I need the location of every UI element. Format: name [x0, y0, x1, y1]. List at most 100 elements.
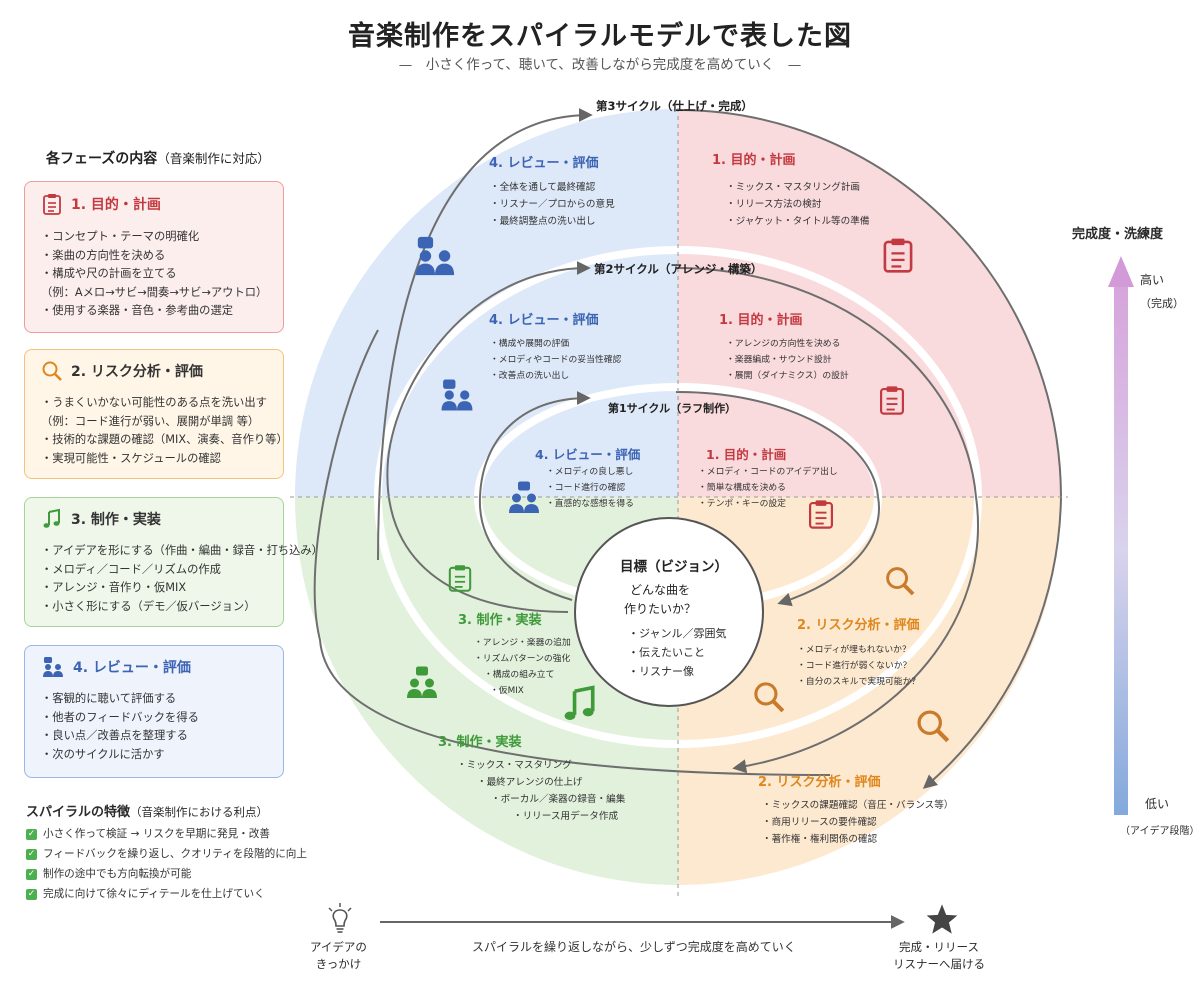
magnifier-icon [886, 567, 915, 596]
magnifier-icon [754, 682, 785, 713]
scale-high-label: 高い [1140, 273, 1165, 287]
list-item: ・リリース方法の検討 [726, 199, 822, 210]
progress-caption: スパイラルを繰り返しながら、少しずつ完成度を高めていく [472, 940, 796, 954]
list-item: ・楽器編成・サウンド設計 [726, 355, 832, 365]
clipboard-icon [809, 500, 833, 529]
scale-low-label: 低い [1145, 797, 1170, 811]
feature-text: 制作の途中でも方向転換が可能 [43, 868, 192, 880]
feature-item: ✓ 小さく作って検証 → リスクを早期に発見・改善 [26, 824, 307, 844]
magnifier-icon [42, 361, 62, 381]
outer-build-title: 3. 制作・実装 [438, 735, 522, 750]
inner-plan-title: 1. 目的・計画 [706, 447, 787, 462]
outer-plan-title: 1. 目的・計画 [712, 153, 796, 168]
phase-panel-title: 各フェーズの内容（音楽制作に対応） [46, 148, 270, 168]
list-item: ・ジャンル／雰囲気 [628, 627, 727, 640]
middle-risk-list: ・メロディが埋もれないか？ ・コード進行が弱くないか？ ・自分のスキルで実現可能… [797, 642, 920, 690]
checkbox-icon: ✓ [26, 868, 37, 880]
list-item: ・アレンジ・音作り・仮MIX [41, 581, 187, 595]
goal-circle [574, 517, 764, 707]
people-icon [509, 481, 539, 513]
features-note: （音楽制作における利点） [130, 805, 269, 819]
people-icon [441, 379, 473, 411]
feature-text: 小さく作って検証 → リスクを早期に発見・改善 [43, 828, 270, 840]
list-item: ・ミックス・マスタリング計画 [726, 182, 861, 193]
list-item: ・アレンジ・楽器の追加 [474, 638, 571, 648]
release-label-line: リスナーへ届ける [893, 957, 985, 971]
quadrant-fills [295, 109, 1061, 885]
list-item: ・ボーカル／楽器の録音・編集 [491, 794, 626, 805]
list-item: ・直感的な感想を得る [546, 499, 634, 509]
list-item: ・商用リリースの要件確認 [762, 817, 877, 828]
middle-build-list: ・アレンジ・楽器の追加 ・リズムパターンの強化 ・構成の組み立て ・仮MIX [474, 635, 571, 699]
list-item: （例：Aメロ→サビ→間奏→サビ→アウトロ） [41, 285, 268, 299]
list-item: ・楽曲の方向性を決める [41, 248, 166, 262]
list-item: ・リスナー／プロからの意見 [490, 199, 615, 210]
list-item: ・良い点／改善点を整理する [41, 729, 188, 743]
inner-plan-list: ・メロディ・コードのアイデア出し ・簡単な構成を決める ・テンポ・キーの設定 [698, 464, 838, 512]
outer-build-list: ・ミックス・マスタリング ・最終アレンジの仕上げ ・ボーカル／楽器の録音・編集 … [457, 757, 625, 825]
features-list: ✓ 小さく作って検証 → リスクを早期に発見・改善 ✓フィードバックを繰り返し、ク… [26, 824, 307, 904]
phase-panel-note: （音楽制作に対応） [157, 151, 270, 166]
goal-question-line: 作りたいか？ [624, 602, 697, 616]
music-note-icon [43, 508, 60, 528]
list-item: ・実現可能性・スケジュールの確認 [41, 451, 221, 465]
list-item: ・自分のスキルで実現可能か？ [797, 677, 921, 687]
outer-plan-list: ・ミックス・マスタリング計画 ・リリース方法の検討 ・ジャケット・タイトル等の準… [726, 179, 869, 230]
list-item: ・リズムパターンの強化 [474, 654, 571, 664]
scale-high-note: （完成） [1140, 297, 1184, 310]
list-item: ・使用する楽器・音色・参考曲の選定 [41, 304, 234, 318]
list-item: ・リスナー像 [628, 665, 694, 678]
list-item: ・コード進行の確認 [546, 483, 626, 493]
outer-risk-title: 2. リスク分析・評価 [758, 775, 881, 790]
list-item: ・構成の組み立て [484, 670, 555, 680]
magnifier-icon [917, 710, 950, 743]
lightbulb-icon [328, 903, 352, 933]
feature-item: ✓ 制作の途中でも方向転換が可能 [26, 864, 307, 884]
feature-item: ✓完成に向けて徐々にディテールを仕上げていく [26, 884, 307, 904]
outer-review-title: 4. レビュー・評価 [489, 156, 599, 171]
middle-review-list: ・構成や展開の評価 ・メロディやコードの妥当性確認 ・改善点の洗い出し [490, 336, 621, 384]
list-item: ・メロディ／コード／リズムの作成 [41, 562, 221, 576]
features-heading: スパイラルの特徴 [26, 805, 131, 820]
list-item: ・テンポ・キーの設定 [698, 499, 786, 509]
list-item: ・最終調整点の洗い出し [490, 216, 596, 227]
checkbox-icon: ✓ [26, 888, 37, 900]
phase-card-title: 1. 目的・計画 [71, 197, 161, 213]
middle-plan-list: ・アレンジの方向性を決める ・楽器編成・サウンド設計 ・展開（ダイナミクス）の設… [726, 336, 849, 384]
page-subtitle: — 小さく作って、聴いて、改善しながら完成度を高めていく — [398, 57, 802, 73]
phase-card-build: 3. 制作・実装 ・アイデアを形にする（作曲・編曲・録音・打ち込み） ・メロディ… [24, 497, 323, 627]
checkbox-icon: ✓ [26, 828, 37, 840]
list-item: ・最終アレンジの仕上げ [477, 777, 583, 788]
idea-label-line: アイデアの [310, 940, 367, 954]
star-icon [926, 904, 958, 934]
list-item: ・アイデアを形にする（作曲・編曲・録音・打ち込み） [41, 544, 323, 557]
list-item: ・伝えたいこと [628, 646, 705, 659]
music-note-icon [564, 685, 595, 720]
list-item: ・客観的に聴いて評価する [41, 692, 177, 705]
list-item: ・他者のフィードバックを得る [41, 710, 199, 724]
phase-card-review: 4. レビュー・評価 ・客観的に聴いて評価する ・他者のフィードバックを得る ・… [24, 645, 284, 778]
list-item: ・技術的な課題の確認（MIX、演奏、音作り等） [41, 433, 288, 447]
goal-list: ・ジャンル／雰囲気 ・伝えたいこと ・リスナー像 [628, 624, 726, 681]
list-item: ・仮MIX [490, 686, 524, 696]
list-item: ・ジャケット・タイトル等の準備 [726, 216, 870, 227]
idea-label-line: きっかけ [315, 957, 362, 971]
list-item: ・構成や展開の評価 [490, 339, 570, 349]
list-item: （例：コード進行が弱い、展開が単調 等） [41, 414, 260, 428]
people-icon [407, 666, 437, 698]
phase-card-title: 4. レビュー・評価 [73, 660, 191, 676]
feature-item: ✓フィードバックを繰り返し、クオリティを段階的に向上 [26, 844, 307, 864]
list-item: ・構成や尺の計画を立てる [41, 267, 177, 281]
list-item: ・うまくいかない可能性のある点を洗い出す [41, 396, 267, 409]
list-item: ・ミックスの課題確認（音圧・バランス等） [762, 800, 954, 811]
features-title: スパイラルの特徴（音楽制作における利点） [26, 801, 268, 820]
scale-low-note: （アイデア段階） [1120, 826, 1200, 837]
cycle2-label: 第2サイクル（アレンジ・構築） [594, 262, 763, 276]
phase-card-plan: 1. 目的・計画 ・コンセプト・テーマの明確化 ・楽曲の方向性を決める ・構成や… [24, 181, 284, 333]
outer-risk-list: ・ミックスの課題確認（音圧・バランス等） ・商用リリースの要件確認 ・著作権・権… [762, 797, 953, 848]
clipboard-icon [883, 238, 913, 273]
list-item: ・簡単な構成を決める [698, 483, 786, 493]
list-item: ・リリース用データ作成 [513, 811, 619, 822]
quadrant-review [295, 109, 678, 497]
